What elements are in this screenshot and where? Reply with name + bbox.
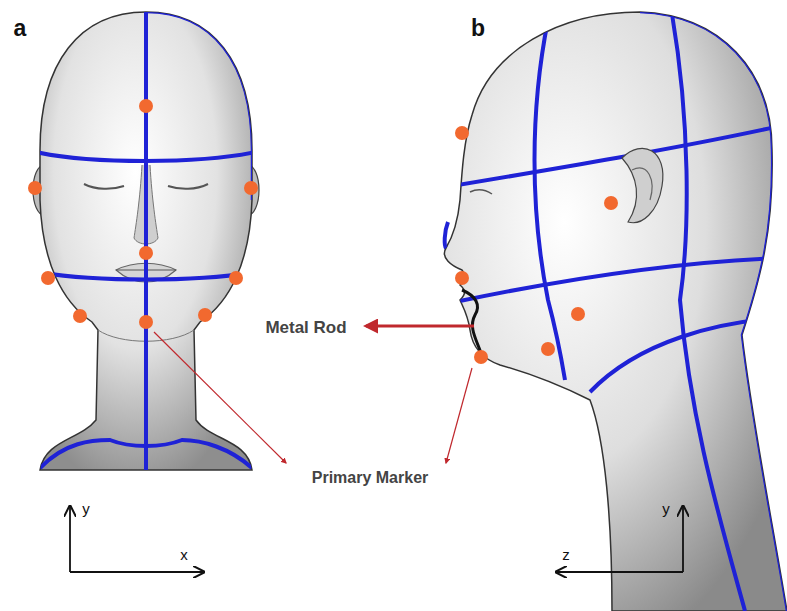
- axis-symbol: [70, 506, 683, 572]
- panel-letter: b: [471, 17, 485, 40]
- marker-dots: [28, 99, 618, 364]
- axis-label: x: [180, 547, 188, 562]
- side-head: [440, 12, 787, 611]
- leader-line: [154, 332, 286, 463]
- part-name: Primary Marker: [312, 470, 429, 486]
- axis-label: z: [562, 547, 570, 562]
- axis-label: y: [82, 501, 90, 516]
- leader-line: [446, 368, 472, 463]
- part-name: Metal Rod: [265, 319, 346, 336]
- axis-label: y: [662, 501, 670, 516]
- grid-lines: [36, 10, 256, 472]
- grid-lines: [440, 12, 787, 611]
- metal-rod: [462, 290, 482, 356]
- panel-letter: a: [14, 17, 27, 40]
- pointer-arrow: [366, 325, 474, 328]
